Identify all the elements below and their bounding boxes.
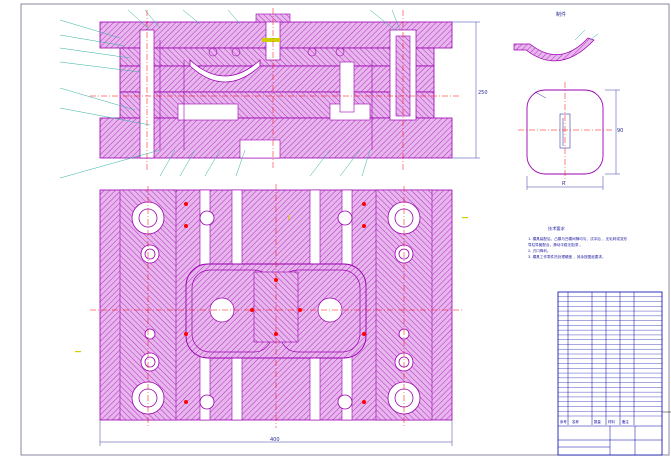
bom-header-no: 序号 (560, 419, 567, 424)
plan-view: 400 (75, 184, 468, 446)
bom-header-note: 备注 (622, 419, 629, 424)
bom-header-qty: 数量 (594, 419, 601, 424)
tech-req-line-1: 1. 模具装配后，凸模与凹模间隙均匀，试冲后 ，无毛刺或变形 (528, 236, 628, 241)
tech-req-line-2: 导柱导套配合，滑动平稳无阻滞 。 (528, 242, 583, 247)
tech-req-title: 技术要求 (548, 225, 566, 232)
front-section-view: 250 (59, 8, 488, 179)
bom-header-material: 材料 (608, 419, 615, 424)
bom-header-name: 名称 (572, 419, 579, 424)
dim-blank-width: R (562, 181, 566, 187)
dim-height-right: 250 (478, 90, 488, 96)
dim-blank-height: 90 (617, 128, 623, 134)
part-view: 制件 R 90 (513, 11, 623, 190)
tech-req-line-3: 2. 刃口锋利。 (528, 248, 551, 253)
part-view-title: 制件 (556, 11, 566, 18)
title-block: 序号 名称 数量 材料 备注 (557, 291, 671, 456)
tech-req-line-4: 3. 模具工作零件热处理硬度 ，其余按图纸要求。 (528, 254, 606, 259)
dim-total-width: 400 (270, 437, 280, 443)
technical-requirements: 技术要求 1. 模具装配后，凸模与凹模间隙均匀，试冲后 ，无毛刺或变形 导柱导套… (528, 225, 628, 259)
drawing-border (20, 3, 670, 456)
